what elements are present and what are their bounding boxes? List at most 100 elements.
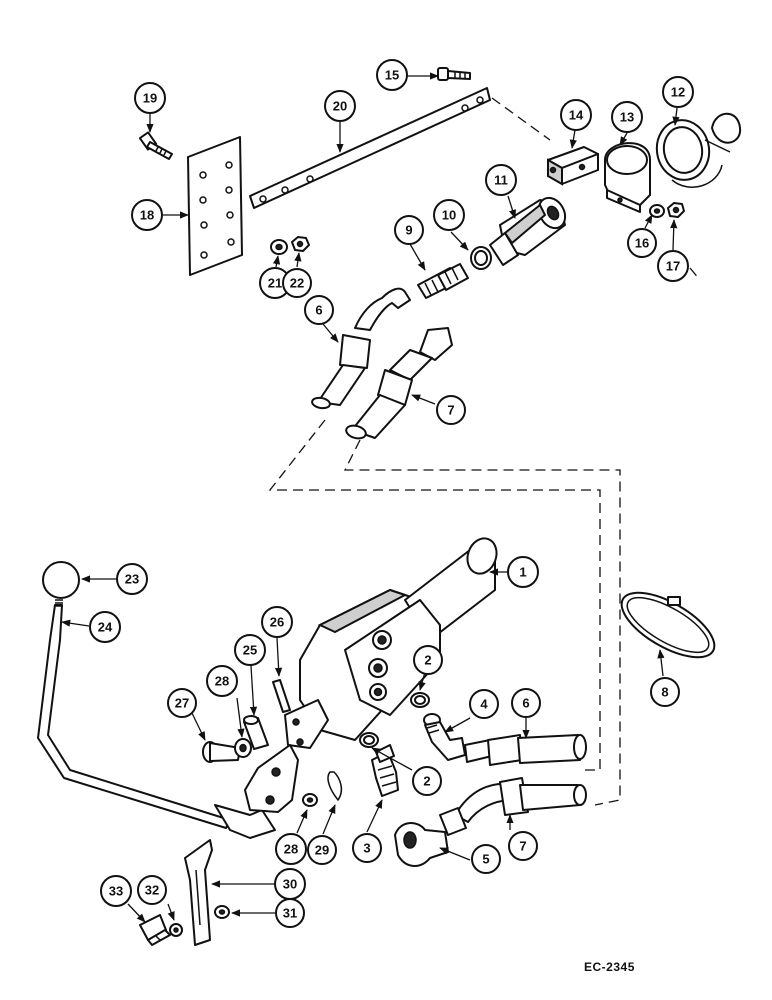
svg-text:24: 24 bbox=[98, 620, 113, 635]
callout-8: 8 bbox=[650, 677, 680, 707]
svg-text:29: 29 bbox=[315, 843, 329, 858]
knob-part-23 bbox=[42, 561, 80, 599]
svg-text:28: 28 bbox=[215, 674, 229, 689]
svg-text:1: 1 bbox=[519, 565, 526, 580]
svg-text:2: 2 bbox=[423, 774, 430, 789]
callout-14: 14 bbox=[560, 99, 592, 131]
clamp-part-13 bbox=[604, 142, 651, 213]
callouts: 1 2 2 3 4 5 6 6 7 7 8 9 10 11 12 13 14 1… bbox=[89, 59, 694, 928]
svg-text:10: 10 bbox=[442, 208, 456, 223]
lever-bracket bbox=[244, 744, 299, 813]
washer-part-21 bbox=[270, 239, 288, 255]
clevis-pin-part-27 bbox=[202, 741, 241, 763]
svg-text:7: 7 bbox=[447, 403, 454, 418]
callout-11: 11 bbox=[485, 164, 517, 196]
callout-7-lower: 7 bbox=[508, 831, 538, 861]
callout-10: 10 bbox=[433, 199, 465, 231]
washer-part-16 bbox=[649, 204, 665, 218]
bolt-part-19 bbox=[138, 131, 173, 160]
cotter-pin-part-29 bbox=[327, 771, 343, 802]
callout-6-lower: 6 bbox=[511, 688, 541, 718]
svg-text:14: 14 bbox=[569, 108, 584, 123]
callout-18: 18 bbox=[131, 199, 163, 231]
washer-part-28-lower bbox=[302, 793, 318, 807]
callout-5: 5 bbox=[471, 844, 501, 874]
svg-text:6: 6 bbox=[522, 696, 529, 711]
callout-29: 29 bbox=[307, 835, 337, 865]
callout-15: 15 bbox=[376, 59, 408, 91]
callout-31: 31 bbox=[275, 898, 305, 928]
svg-text:11: 11 bbox=[494, 173, 508, 188]
callout-6-upper: 6 bbox=[304, 295, 334, 325]
callout-2-upper: 2 bbox=[413, 645, 443, 675]
svg-text:17: 17 bbox=[666, 259, 680, 274]
callout-leaders bbox=[61, 72, 680, 923]
callout-28-upper: 28 bbox=[206, 665, 238, 697]
svg-text:5: 5 bbox=[482, 852, 489, 867]
svg-text:6: 6 bbox=[315, 303, 322, 318]
control-valve-part-1 bbox=[284, 537, 498, 749]
control-lever-part-24 bbox=[37, 599, 276, 839]
drawing-reference-code: EC-2345 bbox=[584, 960, 635, 974]
callout-9: 9 bbox=[394, 215, 424, 245]
svg-text:25: 25 bbox=[243, 643, 257, 658]
hose-part-6-lower bbox=[464, 734, 587, 766]
callout-2-lower: 2 bbox=[412, 766, 442, 796]
callout-30: 30 bbox=[274, 868, 306, 900]
svg-text:4: 4 bbox=[480, 697, 488, 712]
elbow-fitting-part-5 bbox=[394, 822, 449, 867]
callout-32: 32 bbox=[137, 875, 167, 905]
nut-part-22 bbox=[291, 236, 310, 252]
svg-text:23: 23 bbox=[125, 572, 139, 587]
svg-text:21: 21 bbox=[268, 276, 282, 291]
callout-12: 12 bbox=[662, 76, 694, 108]
svg-text:22: 22 bbox=[290, 276, 304, 291]
svg-text:26: 26 bbox=[270, 615, 284, 630]
bracket-part-30 bbox=[184, 839, 213, 946]
callout-22: 22 bbox=[282, 268, 312, 298]
svg-text:27: 27 bbox=[175, 696, 189, 711]
hose-routing-dashed-lines bbox=[268, 97, 701, 806]
hose-part-6-upper bbox=[311, 287, 411, 410]
svg-text:18: 18 bbox=[140, 208, 154, 223]
svg-text:31: 31 bbox=[283, 906, 297, 921]
support-strap-part-20 bbox=[249, 87, 491, 209]
callout-13: 13 bbox=[611, 101, 643, 133]
callout-3: 3 bbox=[352, 833, 382, 863]
callout-19: 19 bbox=[134, 82, 166, 114]
svg-text:30: 30 bbox=[283, 877, 297, 892]
quick-coupler-part-11 bbox=[489, 196, 567, 266]
wing-screw-part-33 bbox=[139, 914, 171, 946]
svg-text:9: 9 bbox=[405, 223, 412, 238]
washer-part-28-upper bbox=[234, 738, 252, 758]
dust-cap-part-12 bbox=[655, 112, 742, 188]
adapter-part-3 bbox=[371, 744, 399, 797]
elbow-fitting-part-4 bbox=[423, 713, 466, 761]
callout-24: 24 bbox=[89, 611, 121, 643]
svg-text:20: 20 bbox=[333, 99, 347, 114]
mounting-plate-part-18 bbox=[187, 136, 243, 276]
callout-28-lower: 28 bbox=[275, 833, 307, 865]
spacer-block-part-14 bbox=[547, 146, 599, 186]
nut-part-17 bbox=[667, 202, 685, 218]
callout-16: 16 bbox=[627, 228, 657, 258]
o-ring-part-2-lower bbox=[359, 732, 379, 748]
adapter-fitting-part-9 bbox=[417, 263, 469, 299]
hose-part-7-upper bbox=[345, 327, 453, 440]
callout-17: 17 bbox=[657, 250, 689, 282]
pin-part-25 bbox=[243, 715, 269, 750]
bolt-part-15 bbox=[437, 67, 471, 81]
svg-text:16: 16 bbox=[635, 236, 649, 251]
svg-text:33: 33 bbox=[109, 884, 123, 899]
o-ring-part-10 bbox=[470, 246, 492, 270]
svg-text:12: 12 bbox=[671, 85, 685, 100]
callout-23: 23 bbox=[116, 563, 148, 595]
svg-text:28: 28 bbox=[284, 842, 298, 857]
svg-text:13: 13 bbox=[620, 110, 634, 125]
callout-25: 25 bbox=[234, 634, 266, 666]
svg-text:2: 2 bbox=[424, 653, 431, 668]
hose-clamp-part-8 bbox=[620, 591, 716, 659]
svg-text:7: 7 bbox=[519, 839, 526, 854]
svg-text:19: 19 bbox=[143, 91, 157, 106]
